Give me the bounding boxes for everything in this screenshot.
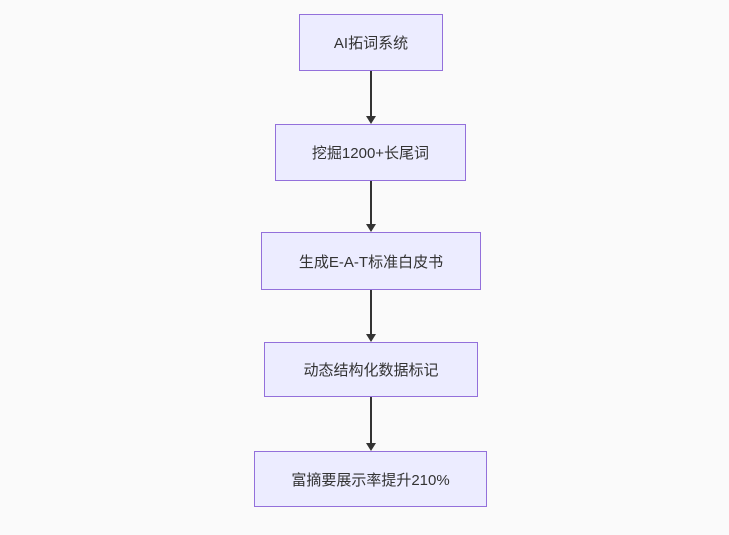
flow-edge-4-arrow-down (366, 397, 376, 451)
flow-node-eat-whitepaper: 生成E-A-T标准白皮书 (261, 232, 481, 290)
flow-edge-1-arrow-down (366, 71, 376, 124)
arrowhead-down-icon (366, 224, 376, 232)
edge-line (370, 290, 372, 335)
flow-node-label: AI拓词系统 (333, 35, 409, 52)
flow-node-label: 挖掘1200+长尾词 (311, 145, 430, 162)
flow-node-structured-data-markup: 动态结构化数据标记 (264, 342, 478, 397)
arrowhead-down-icon (366, 334, 376, 342)
edge-line (370, 71, 372, 117)
flow-node-label: 动态结构化数据标记 (303, 362, 439, 379)
arrowhead-down-icon (366, 116, 376, 124)
arrowhead-down-icon (366, 443, 376, 451)
flow-edge-3-arrow-down (366, 290, 376, 342)
edge-line (370, 181, 372, 225)
flow-node-label: 富摘要展示率提升210% (291, 471, 450, 489)
flow-node-rich-snippet-uplift: 富摘要展示率提升210% (254, 451, 487, 507)
flow-node-longtail-mining: 挖掘1200+长尾词 (275, 124, 466, 181)
edge-line (370, 397, 372, 444)
flow-node-ai-word-expansion: AI拓词系统 (299, 14, 443, 71)
flow-edge-2-arrow-down (366, 181, 376, 232)
flow-node-label: 生成E-A-T标准白皮书 (298, 253, 444, 271)
